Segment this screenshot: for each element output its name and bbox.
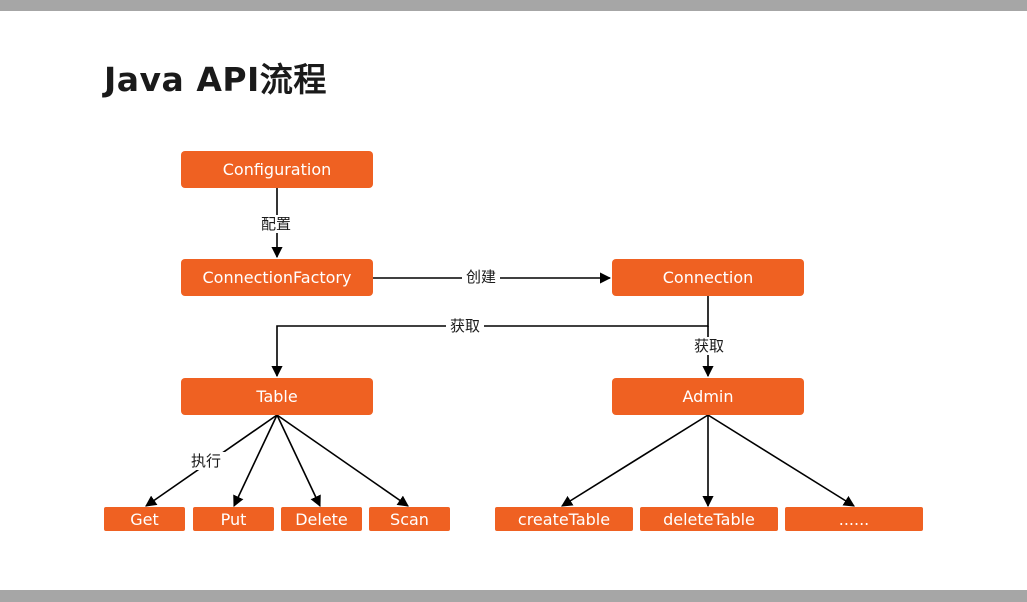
page-title: Java API流程 — [104, 60, 327, 99]
edge-table-put — [233, 414, 278, 508]
edge-admin-create — [561, 414, 709, 507]
node-delete-table[interactable]: deleteTable — [640, 507, 778, 531]
edge-table-scan — [276, 414, 409, 507]
node-get[interactable]: Get — [104, 507, 185, 531]
node-configuration[interactable]: Configuration — [181, 151, 373, 188]
edge-label-get-admin: 获取 — [690, 337, 729, 355]
node-admin[interactable]: Admin — [612, 378, 804, 415]
edge-table-delete — [276, 414, 321, 508]
bottom-border-bar — [0, 590, 1027, 602]
node-put[interactable]: Put — [193, 507, 274, 531]
node-connection[interactable]: Connection — [612, 259, 804, 296]
node-create-table[interactable]: createTable — [495, 507, 633, 531]
edge-admin-more — [707, 414, 855, 507]
edge-label-execute: 执行 — [187, 452, 226, 470]
node-delete[interactable]: Delete — [281, 507, 362, 531]
edge-get-table — [271, 296, 709, 378]
node-table[interactable]: Table — [181, 378, 373, 415]
node-scan[interactable]: Scan — [369, 507, 450, 531]
edge-label-get-table: 获取 — [446, 317, 485, 335]
top-border-bar — [0, 0, 1027, 11]
node-connection-factory[interactable]: ConnectionFactory — [181, 259, 373, 296]
edge-label-create: 创建 — [462, 268, 501, 286]
edge-label-config: 配置 — [257, 215, 296, 233]
node-more[interactable]: ...... — [785, 507, 923, 531]
